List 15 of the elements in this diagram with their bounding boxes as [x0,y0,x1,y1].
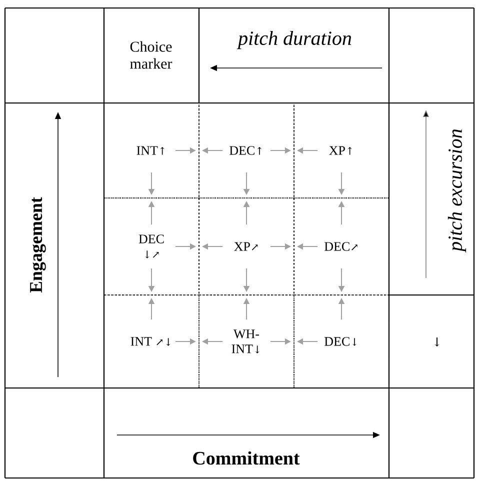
axis-label: Commitment [193,451,300,465]
grid-cell: DEC↓ [294,294,390,388]
grid-cell: WH-INT↓ [198,294,294,388]
grid-cell: INT↑ [104,102,200,198]
axis-label: Engagement [30,197,46,293]
grid-cell: XP↗ [198,198,294,296]
grid-cell: DEC↑ [198,102,294,198]
column-heading: Choice marker [130,41,172,69]
grid-cell: DEC↗ [294,198,390,296]
axis-label: pitch excursion [448,129,466,253]
axis-label: pitch duration [236,30,352,50]
grid-cell: DEC ↓↗ [104,198,200,296]
grid-cell: XP↑ [294,102,390,198]
grid-cell: INT ↗↓ [104,294,200,388]
pitch-arrow-symbol: ↓ [434,338,440,346]
